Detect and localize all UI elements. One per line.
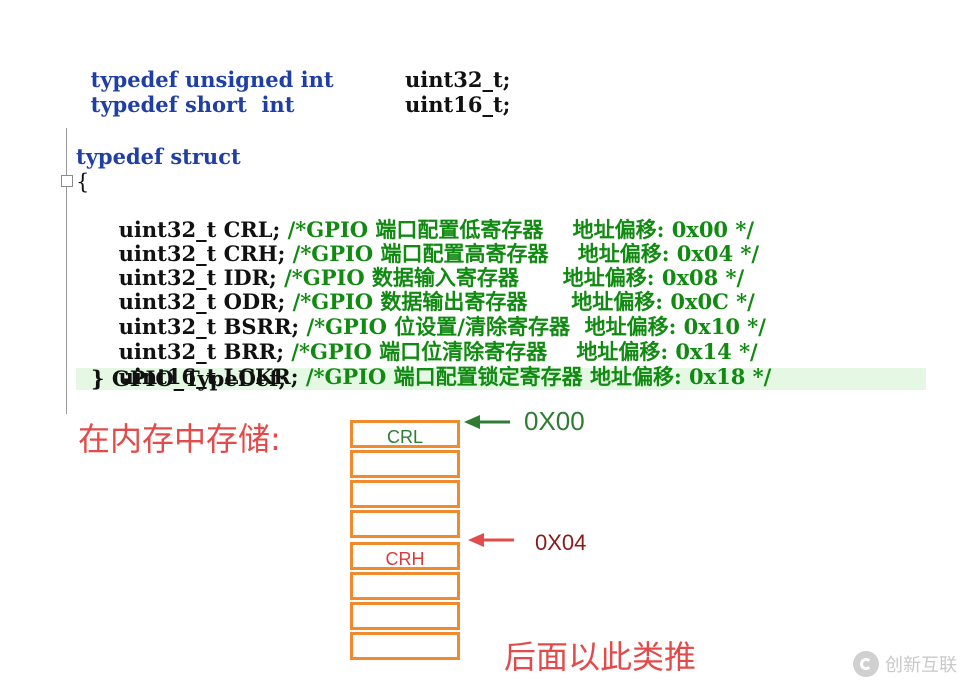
cell-label: CRL	[386, 427, 423, 447]
member-comment: /*GPIO 端口配置锁定寄存器 地址偏移: 0x18 */	[305, 364, 772, 389]
memory-cell	[350, 450, 460, 478]
member-comment: /*GPIO 端口配置高寄存器 地址偏移: 0x04 */	[292, 241, 760, 266]
brace-open: {	[76, 170, 90, 194]
watermark: 创新互联	[853, 651, 957, 677]
member-declaration: uint32_t ODR;	[118, 289, 286, 314]
member-declaration: uint32_t CRL;	[118, 217, 281, 242]
struct-member: uint32_t CRH; /*GPIO 端口配置高寄存器 地址偏移: 0x04…	[104, 218, 759, 266]
watermark-text: 创新互联	[885, 655, 957, 676]
struct-close-line: } GPIO_TypeDef;	[91, 366, 287, 391]
typedef-keyword: typedef short int	[90, 92, 295, 117]
editor-gutter-line	[66, 128, 67, 414]
struct-member: uint16_t LCKR; /*GPIO 端口配置锁定寄存器 地址偏移: 0x…	[104, 341, 772, 389]
memory-cell	[350, 480, 460, 508]
arrow-left-icon	[468, 533, 514, 547]
cell-label: CRH	[385, 549, 425, 569]
member-declaration: uint16_t LCKR;	[118, 364, 299, 389]
address-label: 0X04	[535, 530, 587, 555]
arrow-left-icon	[464, 415, 510, 429]
member-comment: /*GPIO 数据输入寄存器 地址偏移: 0x08 */	[284, 265, 745, 290]
typedef-name: uint32_t;	[405, 67, 511, 92]
member-comment: /*GPIO 端口位清除寄存器 地址偏移: 0x14 */	[291, 339, 758, 364]
memory-heading: 在内存中存储:	[78, 420, 281, 458]
member-declaration: uint32_t BSRR;	[118, 314, 300, 339]
struct-member: uint32_t CRL; /*GPIO 端口配置低寄存器 地址偏移: 0x00…	[104, 194, 754, 242]
memory-cell: CRL	[350, 420, 460, 448]
member-comment: /*GPIO 位设置/清除寄存器 地址偏移: 0x10 */	[306, 314, 766, 339]
memory-cell	[350, 602, 460, 630]
member-comment: /*GPIO 端口配置低寄存器 地址偏移: 0x00 */	[287, 217, 755, 242]
member-declaration: uint32_t IDR;	[118, 265, 277, 290]
struct-open-line: typedef struct	[76, 144, 241, 169]
fold-marker-icon[interactable]	[61, 175, 73, 187]
logo-icon	[853, 651, 879, 677]
current-line-highlight	[76, 368, 926, 390]
struct-member: uint32_t BRR; /*GPIO 端口位清除寄存器 地址偏移: 0x14…	[104, 316, 758, 364]
struct-member: uint32_t IDR; /*GPIO 数据输入寄存器 地址偏移: 0x08 …	[104, 242, 745, 290]
struct-member: uint32_t ODR; /*GPIO 数据输出寄存器 地址偏移: 0x0C …	[104, 266, 755, 314]
typedef-line-2: typedef short int uint16_t;	[76, 69, 511, 117]
member-comment: /*GPIO 数据输出寄存器 地址偏移: 0x0C */	[292, 289, 755, 314]
typedef-keyword: typedef unsigned int	[90, 67, 334, 92]
memory-cell	[350, 572, 460, 600]
typedef-line-1: typedef unsigned int uint32_t;	[76, 44, 511, 92]
address-label: 0X00	[524, 406, 585, 436]
struct-member: uint32_t BSRR; /*GPIO 位设置/清除寄存器 地址偏移: 0x…	[104, 291, 766, 339]
memory-cell	[350, 510, 460, 538]
typedef-name: uint16_t;	[405, 92, 511, 117]
member-declaration: uint32_t CRH;	[118, 241, 286, 266]
memory-cell: CRH	[350, 542, 460, 570]
member-declaration: uint32_t BRR;	[118, 339, 284, 364]
memory-cell	[350, 632, 460, 660]
footer-note: 后面以此类推	[504, 638, 697, 676]
